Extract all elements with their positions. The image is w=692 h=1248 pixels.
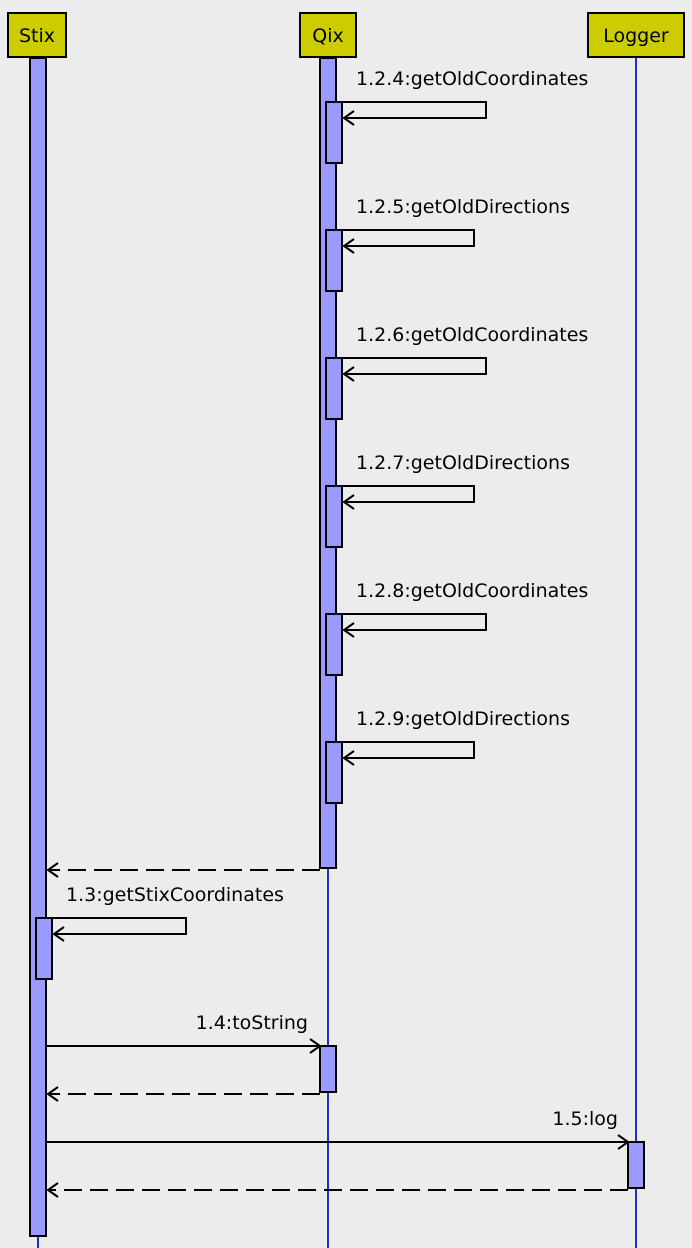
arrowhead-125	[342, 238, 355, 254]
return-message-qix-to-stix[interactable]	[46, 862, 320, 878]
self-call-arrow-124	[342, 101, 487, 119]
message-label-127: 1.2.7:getOldDirections	[356, 452, 570, 474]
message-label-13: 1.3:getStixCoordinates	[66, 884, 284, 906]
self-call-arrow-129	[342, 741, 475, 759]
activation-qix-124	[325, 101, 343, 164]
activation-qix-126	[325, 357, 343, 420]
self-call-message-126[interactable]: 1.2.6:getOldCoordinates	[325, 324, 588, 420]
return-arrowhead-15	[46, 1182, 59, 1198]
return-message-14[interactable]	[46, 1086, 320, 1102]
lifeline-head-stix[interactable]: Stix	[7, 12, 67, 58]
lifeline-name-qix: Qix	[312, 25, 343, 47]
self-call-arrow-127	[342, 485, 475, 503]
activation-stix-main	[29, 57, 47, 1237]
arrowhead-126	[342, 366, 355, 382]
lifeline-head-logger[interactable]: Logger	[587, 12, 685, 58]
lifeline-name-stix: Stix	[19, 25, 55, 47]
message-label-126: 1.2.6:getOldCoordinates	[356, 324, 588, 346]
message-label-125: 1.2.5:getOldDirections	[356, 196, 570, 218]
return-arrowhead-14	[46, 1086, 59, 1102]
message-label-15: 1.5:log	[552, 1108, 618, 1130]
activation-qix-127	[325, 485, 343, 548]
self-call-arrow-13	[52, 917, 187, 935]
arrowhead-127	[342, 494, 355, 510]
message-label-128: 1.2.8:getOldCoordinates	[356, 580, 588, 602]
return-message-15[interactable]	[46, 1182, 628, 1198]
lifeline-head-qix[interactable]: Qix	[299, 12, 357, 58]
activation-stix-13	[35, 917, 53, 980]
self-call-message-13[interactable]: 1.3:getStixCoordinates	[35, 884, 284, 980]
arrowhead-124	[342, 110, 355, 126]
activation-logger-15	[627, 1141, 645, 1189]
message-label-14: 1.4:toString	[196, 1012, 308, 1034]
lifeline-name-logger: Logger	[603, 25, 669, 47]
self-call-arrow-126	[342, 357, 487, 375]
self-call-arrow-125	[342, 229, 475, 247]
self-call-message-127[interactable]: 1.2.7:getOldDirections	[325, 452, 570, 548]
activation-qix-14	[319, 1045, 337, 1093]
activation-qix-128	[325, 613, 343, 676]
activation-qix-125	[325, 229, 343, 292]
arrowhead-129	[342, 750, 355, 766]
self-call-message-128[interactable]: 1.2.8:getOldCoordinates	[325, 580, 588, 676]
arrowhead-128	[342, 622, 355, 638]
self-call-arrow-128	[342, 613, 487, 631]
activation-qix-129	[325, 741, 343, 804]
message-label-124: 1.2.4:getOldCoordinates	[356, 68, 588, 90]
self-call-message-129[interactable]: 1.2.9:getOldDirections	[325, 708, 570, 804]
call-message-14[interactable]: 1.4:toString	[46, 1012, 337, 1093]
arrowhead-13	[52, 926, 65, 942]
self-call-message-124[interactable]: 1.2.4:getOldCoordinates	[325, 68, 588, 164]
self-call-message-125[interactable]: 1.2.5:getOldDirections	[325, 196, 570, 292]
return-arrowhead-12	[46, 862, 59, 878]
call-message-15[interactable]: 1.5:log	[46, 1108, 645, 1189]
message-label-129: 1.2.9:getOldDirections	[356, 708, 570, 730]
